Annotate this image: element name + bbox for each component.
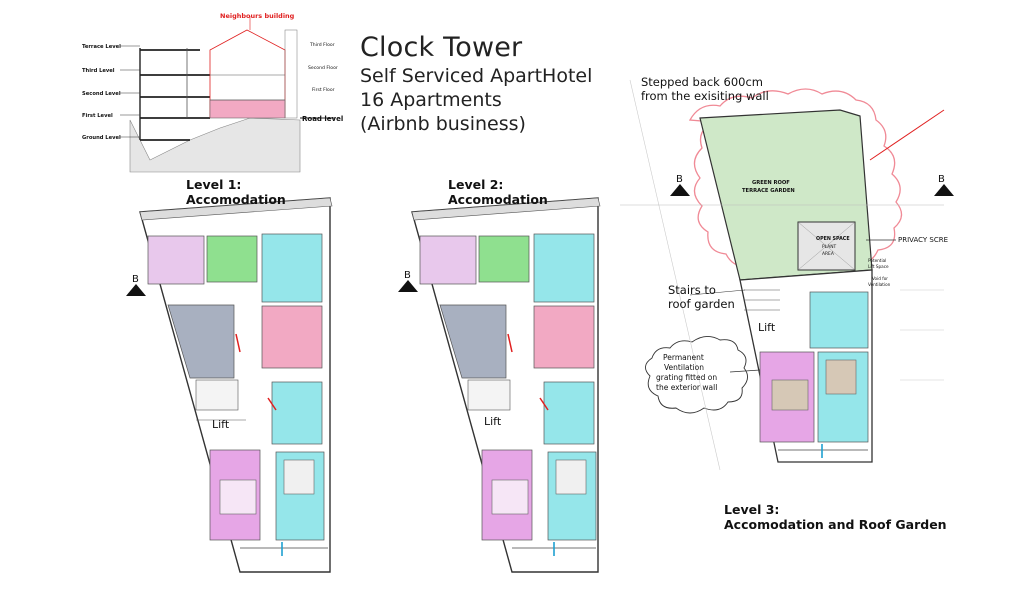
level2-plan bbox=[398, 197, 601, 573]
section-mark-b-l3-left: B bbox=[676, 174, 683, 185]
area-label: AREA bbox=[822, 251, 834, 257]
level3-plan bbox=[620, 79, 954, 471]
business-type: (Airbnb business) bbox=[360, 113, 526, 135]
plant-label: PLANT bbox=[822, 244, 836, 250]
level-label-third: Third Level bbox=[82, 68, 115, 74]
lift-label-l2: Lift bbox=[484, 415, 502, 428]
level2-subtitle: Accomodation bbox=[448, 192, 548, 207]
open-space-label: OPEN SPACE bbox=[816, 236, 850, 242]
neighbours-label: Neighbours building bbox=[220, 12, 295, 20]
section-mark-b-l1: B bbox=[132, 274, 139, 285]
stepped-back-line-2: from the exisiting wall bbox=[641, 89, 769, 103]
project-subtitle: Self Serviced ApartHotel bbox=[360, 65, 593, 87]
stepped-back-line-1: Stepped back 600cm bbox=[641, 75, 763, 89]
stepped-back-note: Stepped back 600cm from the exisiting wa… bbox=[641, 75, 769, 103]
section-mark-b-l2: B bbox=[404, 270, 411, 281]
section-mark-b-l3-right: B bbox=[938, 174, 945, 185]
privacy-screen-label: PRIVACY SCRE bbox=[898, 236, 948, 244]
level-label-ground: Ground Level bbox=[82, 135, 121, 141]
vent-line-1: Permanent bbox=[663, 353, 704, 362]
lift-label-l1: Lift bbox=[212, 418, 230, 431]
level-label-terrace: Terrace Level bbox=[82, 44, 121, 50]
level2-title: Level 2: bbox=[448, 177, 504, 192]
stairs-line-2: roof garden bbox=[668, 297, 735, 311]
building-section bbox=[120, 16, 335, 173]
vent-line-3: grating fitted on bbox=[656, 373, 717, 382]
level-label-first: First Level bbox=[82, 113, 113, 119]
terrace-garden-label: TERRACE GARDEN bbox=[742, 188, 795, 194]
level-label-second: Second Level bbox=[82, 91, 121, 97]
vent-line-4: the exterior wall bbox=[656, 383, 717, 392]
level1-title: Level 1: bbox=[186, 177, 242, 192]
level3-subtitle: Accomodation and Roof Garden bbox=[724, 517, 947, 532]
vent-line-2: Ventilation bbox=[664, 363, 704, 372]
level2-heading: Level 2: Accomodation bbox=[448, 177, 548, 207]
void-label: Void for bbox=[872, 276, 888, 281]
level1-subtitle: Accomodation bbox=[186, 192, 286, 207]
level3-heading: Level 3: Accomodation and Roof Garden bbox=[724, 502, 947, 532]
project-title-block: Clock Tower Self Serviced ApartHotel 16 … bbox=[360, 32, 592, 136]
project-title: Clock Tower bbox=[360, 32, 523, 63]
stairs-note: Stairs to roof garden bbox=[668, 283, 735, 311]
floor-label-second: Second Floor bbox=[308, 65, 338, 71]
floor-label-third: Third Floor bbox=[309, 42, 335, 48]
lift-label-l3: Lift bbox=[758, 321, 776, 334]
stairs-line-1: Stairs to bbox=[668, 283, 716, 297]
level3-title: Level 3: bbox=[724, 502, 780, 517]
level1-plan bbox=[126, 197, 333, 573]
road-level-label: Road level bbox=[302, 115, 343, 123]
apartment-count: 16 Apartments bbox=[360, 89, 502, 111]
ventilation-void-label: Ventilation bbox=[868, 282, 891, 287]
potential-label: Potential bbox=[868, 258, 886, 263]
lift-space-label: Lift Space bbox=[868, 264, 889, 269]
level1-heading: Level 1: Accomodation bbox=[186, 177, 286, 207]
green-roof-label: GREEN ROOF bbox=[752, 180, 790, 186]
floor-label-first: First Floor bbox=[312, 87, 335, 93]
